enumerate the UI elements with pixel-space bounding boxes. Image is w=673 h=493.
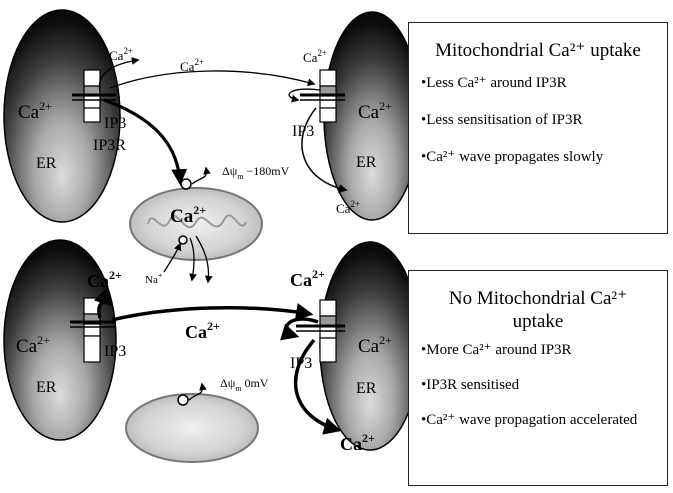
bottom-panel-item: •Ca²⁺ wave propagation accelerated xyxy=(421,412,638,428)
bottom-panel-title-line2: uptake xyxy=(512,311,564,332)
top-left-ip3-label: IP3 xyxy=(104,115,126,132)
bottom-left-er xyxy=(3,239,117,441)
bottom-panel-item: •More Ca²⁺ around IP3R xyxy=(421,342,572,358)
bottom-panel-title-line1: No Mitochondrial Ca²⁺ xyxy=(448,288,628,309)
top-ca-to-mito-arrow xyxy=(103,98,188,186)
bottom-mito-potential: Δψm 0mV xyxy=(220,376,269,393)
bottom-diffusing-ca: Ca2+ xyxy=(185,319,220,342)
bottom-wave-ca-right: Ca2+ xyxy=(340,431,375,454)
top-mito-ca-label: Ca2+ xyxy=(170,203,206,227)
bottom-release-ca-left: Ca2+ xyxy=(87,268,122,291)
bottom-left-ca-label: Ca2+ xyxy=(16,333,50,357)
top-left-er-label: ER xyxy=(36,155,57,172)
top-right-er-label: ER xyxy=(356,154,377,171)
top-wave-ca-right: Ca2+ xyxy=(336,199,360,216)
top-ca-diffusion-arrow xyxy=(109,70,316,89)
bottom-left-er-label: ER xyxy=(36,379,57,396)
top-panel-title: Mitochondrial Ca²⁺ uptake xyxy=(435,40,641,61)
top-mito-uniporter xyxy=(180,178,192,190)
top-left-er xyxy=(3,9,121,223)
top-mito-potential: Δψm −180mV xyxy=(222,164,290,181)
top-diffusing-ca: Ca2+ xyxy=(180,57,204,74)
bottom-ca-diffusion-arrow xyxy=(111,303,314,322)
bottom-release-ca-right: Ca2+ xyxy=(290,267,325,290)
top-release-ca-right: Ca2+ xyxy=(303,48,327,65)
top-mito-exchanger xyxy=(178,235,188,245)
top-panel-item: •Less Ca²⁺ around IP3R xyxy=(421,75,567,91)
top-mito-na-label: Na+ xyxy=(145,271,163,286)
bottom-panel-title: No Mitochondrial Ca²⁺ uptake xyxy=(409,287,667,333)
bottom-ca-release-left-arrow xyxy=(93,287,113,319)
bottom-right-ip3r-channel xyxy=(319,299,337,317)
top-right-ca-label: Ca2+ xyxy=(358,99,392,123)
bottom-right-ip3-label: IP3 xyxy=(290,355,312,372)
top-ca-release-right-arrow xyxy=(288,88,321,103)
bottom-scenario: Ca2+ IP3 ER Ca2+ IP3 ER Ca2+ Ca2+ Ca2+ C… xyxy=(3,239,421,463)
top-ca-release-left-arrow xyxy=(98,57,140,93)
top-scenario: Ca2+ IP3 IP3R ER Ca2+ IP3 ER Ca2+ Ca2+ C… xyxy=(3,9,421,286)
bottom-left-ip3-label: IP3 xyxy=(104,343,126,360)
bottom-explanation-panel: No Mitochondrial Ca²⁺ uptake •More Ca²⁺ … xyxy=(408,270,668,486)
bottom-mitochondrion: Δψm 0mV xyxy=(125,376,269,463)
bottom-panel-item: •IP3R sensitised xyxy=(421,377,520,393)
top-left-ip3r-label: IP3R xyxy=(93,137,126,154)
top-right-ip3r-channel xyxy=(319,69,337,87)
top-mitochondrion: Ca2+ Δψm −180mV Na+ xyxy=(129,164,290,286)
top-wave-right-arrow xyxy=(301,107,348,193)
bottom-mito-uniporter xyxy=(177,394,189,406)
bottom-right-ca-label: Ca2+ xyxy=(358,333,392,357)
top-panel-item: •Ca²⁺ wave propagates slowly xyxy=(421,149,604,165)
bottom-ca-release-right-arrow xyxy=(280,317,319,341)
top-left-ip3r-channel xyxy=(83,69,101,87)
top-explanation-panel: Mitochondrial Ca²⁺ uptake •Less Ca²⁺ aro… xyxy=(408,22,668,234)
top-panel-item: •Less sensitisation of IP3R xyxy=(421,112,583,128)
top-left-ca-label: Ca2+ xyxy=(18,99,52,123)
bottom-wave-right-arrow xyxy=(294,338,342,435)
bottom-right-er-label: ER xyxy=(356,380,377,397)
top-release-ca-left: Ca2+ xyxy=(109,46,133,63)
